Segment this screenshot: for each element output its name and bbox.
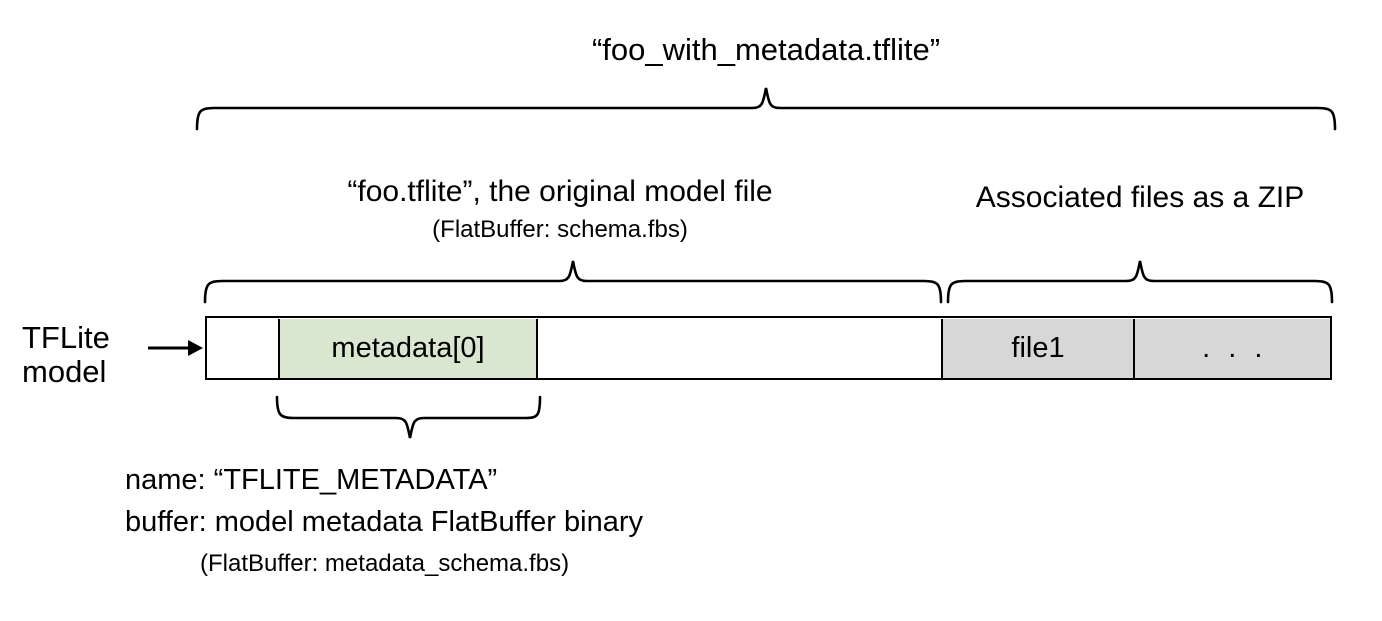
metadata-note-line3: (FlatBuffer: metadata_schema.fbs) <box>200 550 570 577</box>
brace-whole-file <box>195 87 1337 131</box>
cell-metadata-0: metadata[0] <box>278 318 538 378</box>
section-label-associated-files: Associated files as a ZIP <box>975 181 1305 214</box>
brace-metadata-note <box>275 395 542 439</box>
cell-metadata-0-label: metadata[0] <box>331 331 485 364</box>
model-arrow-head <box>188 340 203 356</box>
brace-associated-files <box>946 260 1334 304</box>
cell-more-files: . . . <box>1135 318 1330 378</box>
brace-original-model <box>203 260 943 304</box>
cell-file1-label: file1 <box>1011 331 1065 364</box>
side-label-line2: model <box>22 354 107 389</box>
cell-file1: file1 <box>941 318 1135 378</box>
diagram-title: “foo_with_metadata.tflite” <box>591 32 941 67</box>
metadata-note-line2: buffer: model metadata FlatBuffer binary <box>125 506 643 538</box>
metadata-note-line1: name: “TFLITE_METADATA” <box>125 464 498 496</box>
section-sublabel-original-model: (FlatBuffer: schema.fbs) <box>432 216 688 243</box>
cell-empty-mid <box>538 318 941 378</box>
cell-more-files-label: . . . <box>1202 331 1268 364</box>
cell-empty-left <box>207 318 278 378</box>
side-label-line1: TFLite <box>22 320 110 355</box>
section-label-original-model: “foo.tflite”, the original model file <box>347 175 773 208</box>
